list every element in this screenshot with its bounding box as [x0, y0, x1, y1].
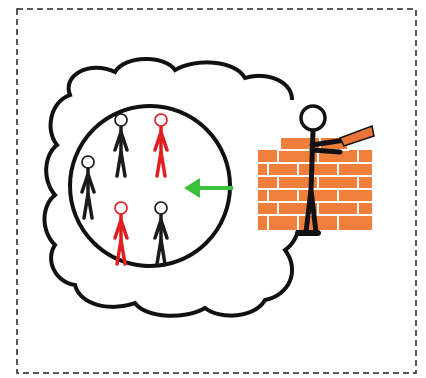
person-icon — [113, 113, 129, 178]
person-icon — [153, 113, 169, 178]
arrow-left-icon — [184, 178, 233, 198]
person-icon — [153, 201, 169, 266]
person-icon — [80, 155, 96, 220]
trowel-icon — [338, 124, 375, 147]
person-icon — [113, 201, 129, 266]
bricklayer-icon — [295, 104, 348, 236]
people-group — [80, 113, 169, 266]
dashed-frame — [16, 8, 417, 374]
